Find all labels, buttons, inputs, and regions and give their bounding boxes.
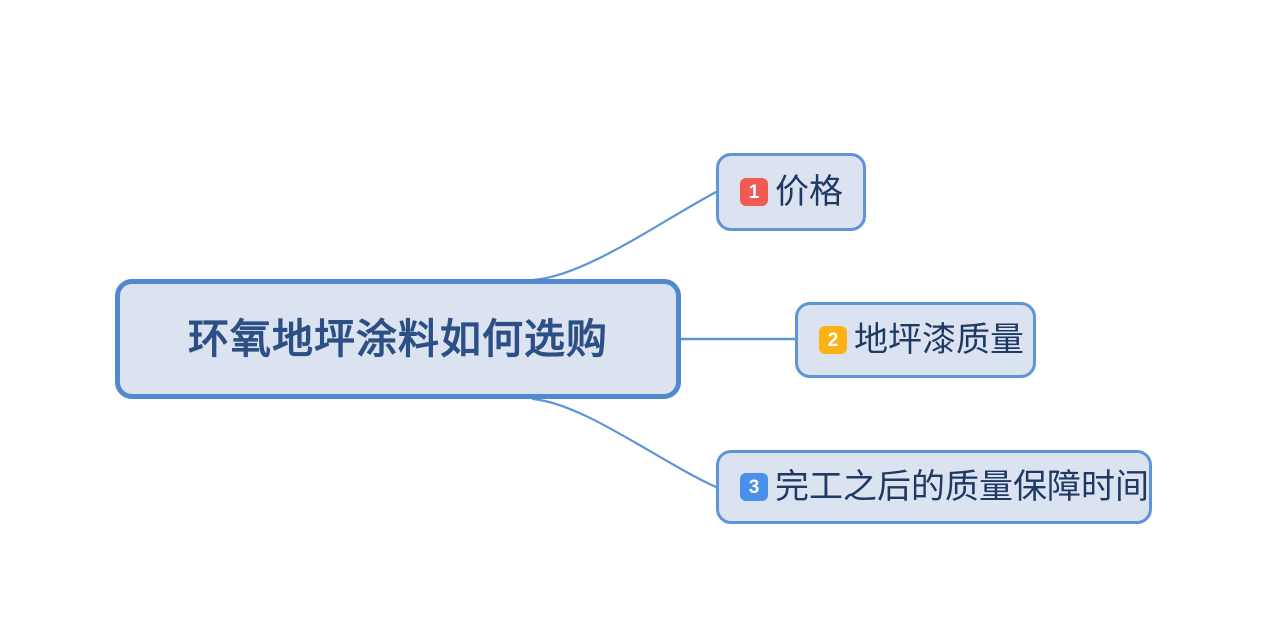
- branch-2-number-badge: 2: [819, 326, 847, 354]
- root-node-label: 环氧地坪涂料如何选购: [188, 315, 608, 362]
- branch-3-number-badge: 3: [740, 473, 768, 501]
- branch-1-number-badge: 1: [740, 178, 768, 206]
- connector-root-to-branch-3: [531, 397, 718, 489]
- branch-node-2[interactable]: 2 地坪漆质量: [795, 302, 1036, 378]
- connector-root-to-branch-1: [531, 190, 718, 282]
- root-node[interactable]: 环氧地坪涂料如何选购: [115, 279, 681, 399]
- branch-node-3[interactable]: 3 完工之后的质量保障时间: [716, 450, 1152, 524]
- branch-1-label: 价格: [775, 173, 843, 211]
- branch-2-label: 地坪漆质量: [854, 321, 1024, 359]
- branch-3-label: 完工之后的质量保障时间: [775, 468, 1149, 506]
- branch-node-1[interactable]: 1 价格: [716, 153, 866, 231]
